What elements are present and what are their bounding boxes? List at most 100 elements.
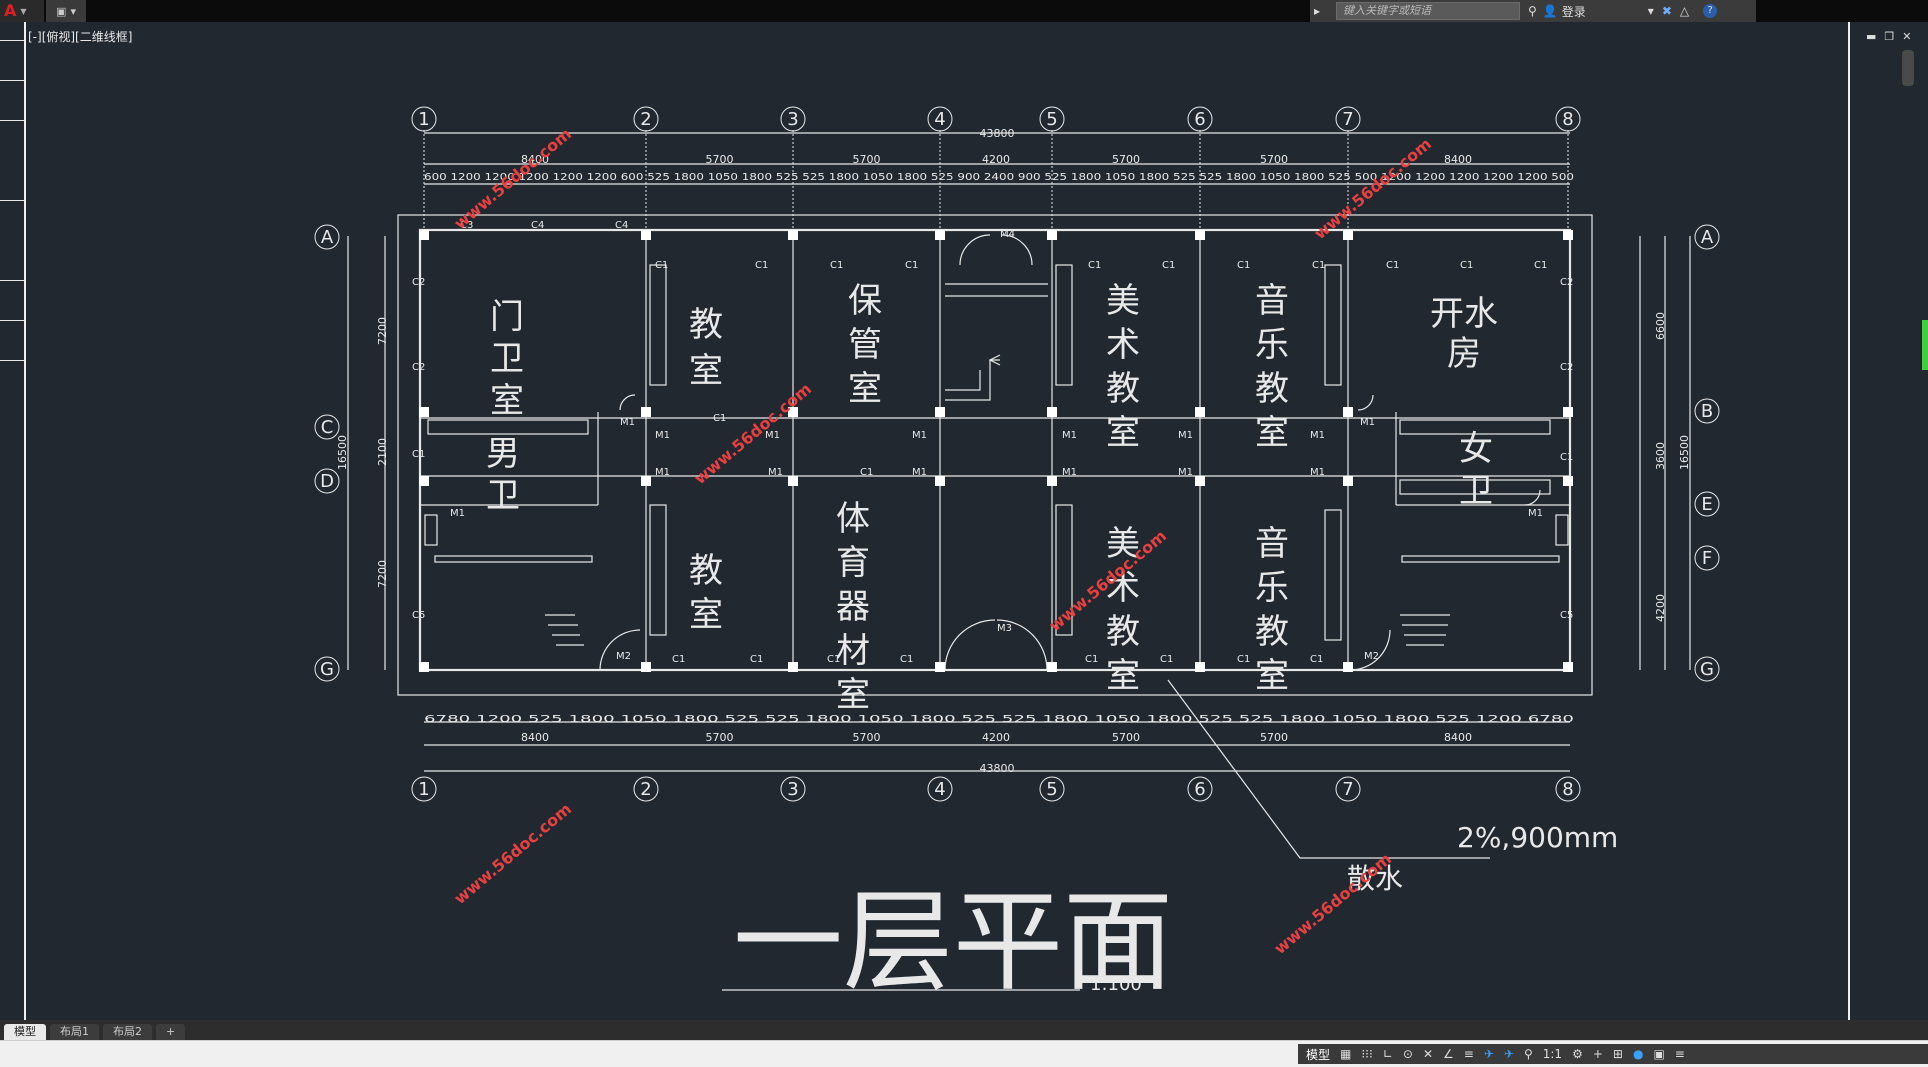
element-tag: C2 bbox=[1560, 277, 1573, 288]
right-navigation-bar: ▬ ❐ ✕ bbox=[1848, 22, 1928, 1020]
snap-icon[interactable]: ⁝⁝⁝ bbox=[1361, 1047, 1373, 1061]
column-square bbox=[1195, 407, 1205, 417]
element-tag: M1 bbox=[912, 467, 927, 478]
grid-bubble-bottom bbox=[1555, 776, 1581, 802]
tab-add-layout[interactable]: + bbox=[156, 1024, 186, 1040]
element-tag: C1 bbox=[827, 654, 840, 665]
room-label: 开水房 bbox=[1430, 294, 1498, 374]
leader-line bbox=[1167, 679, 1490, 859]
room-label: 教室 bbox=[689, 551, 723, 635]
grid-label-top: 2 bbox=[640, 109, 651, 130]
clean-screen-icon[interactable]: ▣ bbox=[1653, 1047, 1665, 1061]
bottom-bay-dimension: 5700 bbox=[706, 731, 734, 744]
dropdown-arrow-icon: ▼ bbox=[20, 6, 27, 16]
grid-label-bottom: 8 bbox=[1562, 779, 1573, 800]
svg-text:教: 教 bbox=[689, 551, 723, 591]
grid-label-bottom: 3 bbox=[787, 779, 798, 800]
qat-dropdown-icon[interactable]: ▾ bbox=[70, 4, 76, 18]
column-square bbox=[1195, 662, 1205, 672]
column-square bbox=[1047, 407, 1057, 417]
annotation-visibility-icon[interactable]: ✈ bbox=[1483, 1047, 1494, 1061]
svg-text:室: 室 bbox=[1255, 413, 1289, 453]
quick-access-toolbar[interactable]: ▣ ▾ bbox=[46, 0, 86, 22]
autocad-logo-icon: A bbox=[4, 1, 17, 20]
help-icon[interactable]: ? bbox=[1703, 4, 1718, 18]
search-input[interactable]: 键入关键字或短语 bbox=[1336, 2, 1521, 20]
slope-note: 2%,900mm bbox=[1457, 821, 1618, 854]
watermark-text: www.56doc.com bbox=[690, 379, 815, 488]
drawing-scale: 1:100 bbox=[1090, 974, 1142, 995]
lineweight-icon[interactable]: ≡ bbox=[1463, 1047, 1474, 1061]
grid-bubble-left bbox=[314, 414, 340, 440]
viewport-controls-label[interactable]: [-][俯视][二维线框] bbox=[28, 30, 133, 44]
customize-icon[interactable]: ≡ bbox=[1674, 1047, 1685, 1061]
osnap-icon[interactable]: ✕ bbox=[1422, 1047, 1433, 1061]
hardware-acceleration-icon[interactable]: ● bbox=[1632, 1047, 1644, 1061]
svg-text:门: 门 bbox=[490, 297, 524, 337]
element-tag: C1 bbox=[1237, 654, 1250, 665]
annotation-scale-icon[interactable]: ⚲ bbox=[1523, 1047, 1533, 1061]
polar-icon[interactable]: ⊙ bbox=[1402, 1047, 1413, 1061]
element-tag: C1 bbox=[1386, 260, 1399, 271]
column-square bbox=[1343, 662, 1353, 672]
svg-text:育: 育 bbox=[836, 543, 870, 583]
grid-label-bottom: 7 bbox=[1342, 779, 1353, 800]
tab-layout2[interactable]: 布局2 bbox=[103, 1024, 152, 1040]
isolate-icon[interactable]: ⊞ bbox=[1612, 1047, 1623, 1061]
element-tag: C1 bbox=[900, 654, 913, 665]
minimize-icon[interactable]: ▬ bbox=[1866, 30, 1877, 43]
grid-bubble-left bbox=[314, 656, 340, 682]
svg-text:体: 体 bbox=[836, 499, 870, 539]
side-panel-tab[interactable] bbox=[1922, 320, 1928, 370]
restore-icon[interactable]: ❐ bbox=[1884, 30, 1895, 43]
element-tag: M2 bbox=[616, 651, 631, 662]
bottom-bay-dimension: 4200 bbox=[982, 731, 1010, 744]
plus-icon[interactable]: + bbox=[1592, 1047, 1603, 1061]
close-icon[interactable]: ✕ bbox=[1902, 30, 1912, 43]
grid-bubble-top bbox=[1335, 106, 1361, 132]
element-tag: M1 bbox=[620, 417, 635, 428]
model-space-button[interactable]: 模型 bbox=[1306, 1047, 1331, 1062]
grid-bubble-right bbox=[1694, 545, 1720, 571]
column-square bbox=[641, 476, 651, 486]
auto-scale-icon[interactable]: ✈ bbox=[1503, 1047, 1514, 1061]
ortho-icon[interactable]: ∟ bbox=[1382, 1047, 1393, 1061]
column-square bbox=[788, 230, 798, 240]
otrack-icon[interactable]: ∠ bbox=[1443, 1047, 1454, 1061]
watermark-text: www.56doc.com bbox=[1270, 849, 1395, 958]
application-menu-button[interactable]: A ▼ bbox=[0, 0, 44, 22]
expand-search-icon[interactable]: ▸ bbox=[1314, 4, 1321, 18]
binoculars-icon[interactable]: ⚲ bbox=[1528, 4, 1537, 18]
grid-bubble-left bbox=[314, 468, 340, 494]
grid-bubble-top bbox=[927, 106, 953, 132]
svg-text:室: 室 bbox=[848, 369, 882, 409]
grid-bubble-top bbox=[1187, 106, 1213, 132]
grid-label-left: C bbox=[321, 417, 334, 438]
left-dimension-3: 7200 bbox=[376, 560, 389, 588]
grid-icon[interactable]: ▦ bbox=[1340, 1047, 1352, 1061]
element-tag: C1 bbox=[905, 260, 918, 271]
vertical-scrollbar[interactable] bbox=[1902, 50, 1914, 86]
annotation-scale-value[interactable]: 1:1 bbox=[1542, 1047, 1563, 1061]
element-tag: M3 bbox=[997, 623, 1012, 634]
login-button[interactable]: 👤 登录 ▾ bbox=[1543, 3, 1654, 20]
top-bay-dimension: 5700 bbox=[1260, 153, 1288, 166]
room-label: 女卫 bbox=[1459, 429, 1493, 511]
tab-layout1[interactable]: 布局1 bbox=[50, 1024, 99, 1040]
a360-icon[interactable]: △ bbox=[1679, 4, 1690, 18]
exchange-icon[interactable]: ✖ bbox=[1661, 4, 1672, 18]
gear-icon[interactable]: ⚙ bbox=[1572, 1047, 1583, 1061]
svg-text:卫: 卫 bbox=[1459, 471, 1493, 511]
workspace-icon[interactable]: ▣ bbox=[56, 4, 67, 18]
tab-model[interactable]: 模型 bbox=[4, 1024, 46, 1040]
outer-wall bbox=[397, 214, 1593, 696]
element-tag: M1 bbox=[655, 467, 670, 478]
grid-bubble-top bbox=[1555, 106, 1581, 132]
svg-text:教: 教 bbox=[689, 305, 723, 345]
left-dimension-1: 7200 bbox=[376, 317, 389, 345]
grid-bubble-right bbox=[1694, 491, 1720, 517]
grid-bubble-bottom bbox=[1335, 776, 1361, 802]
